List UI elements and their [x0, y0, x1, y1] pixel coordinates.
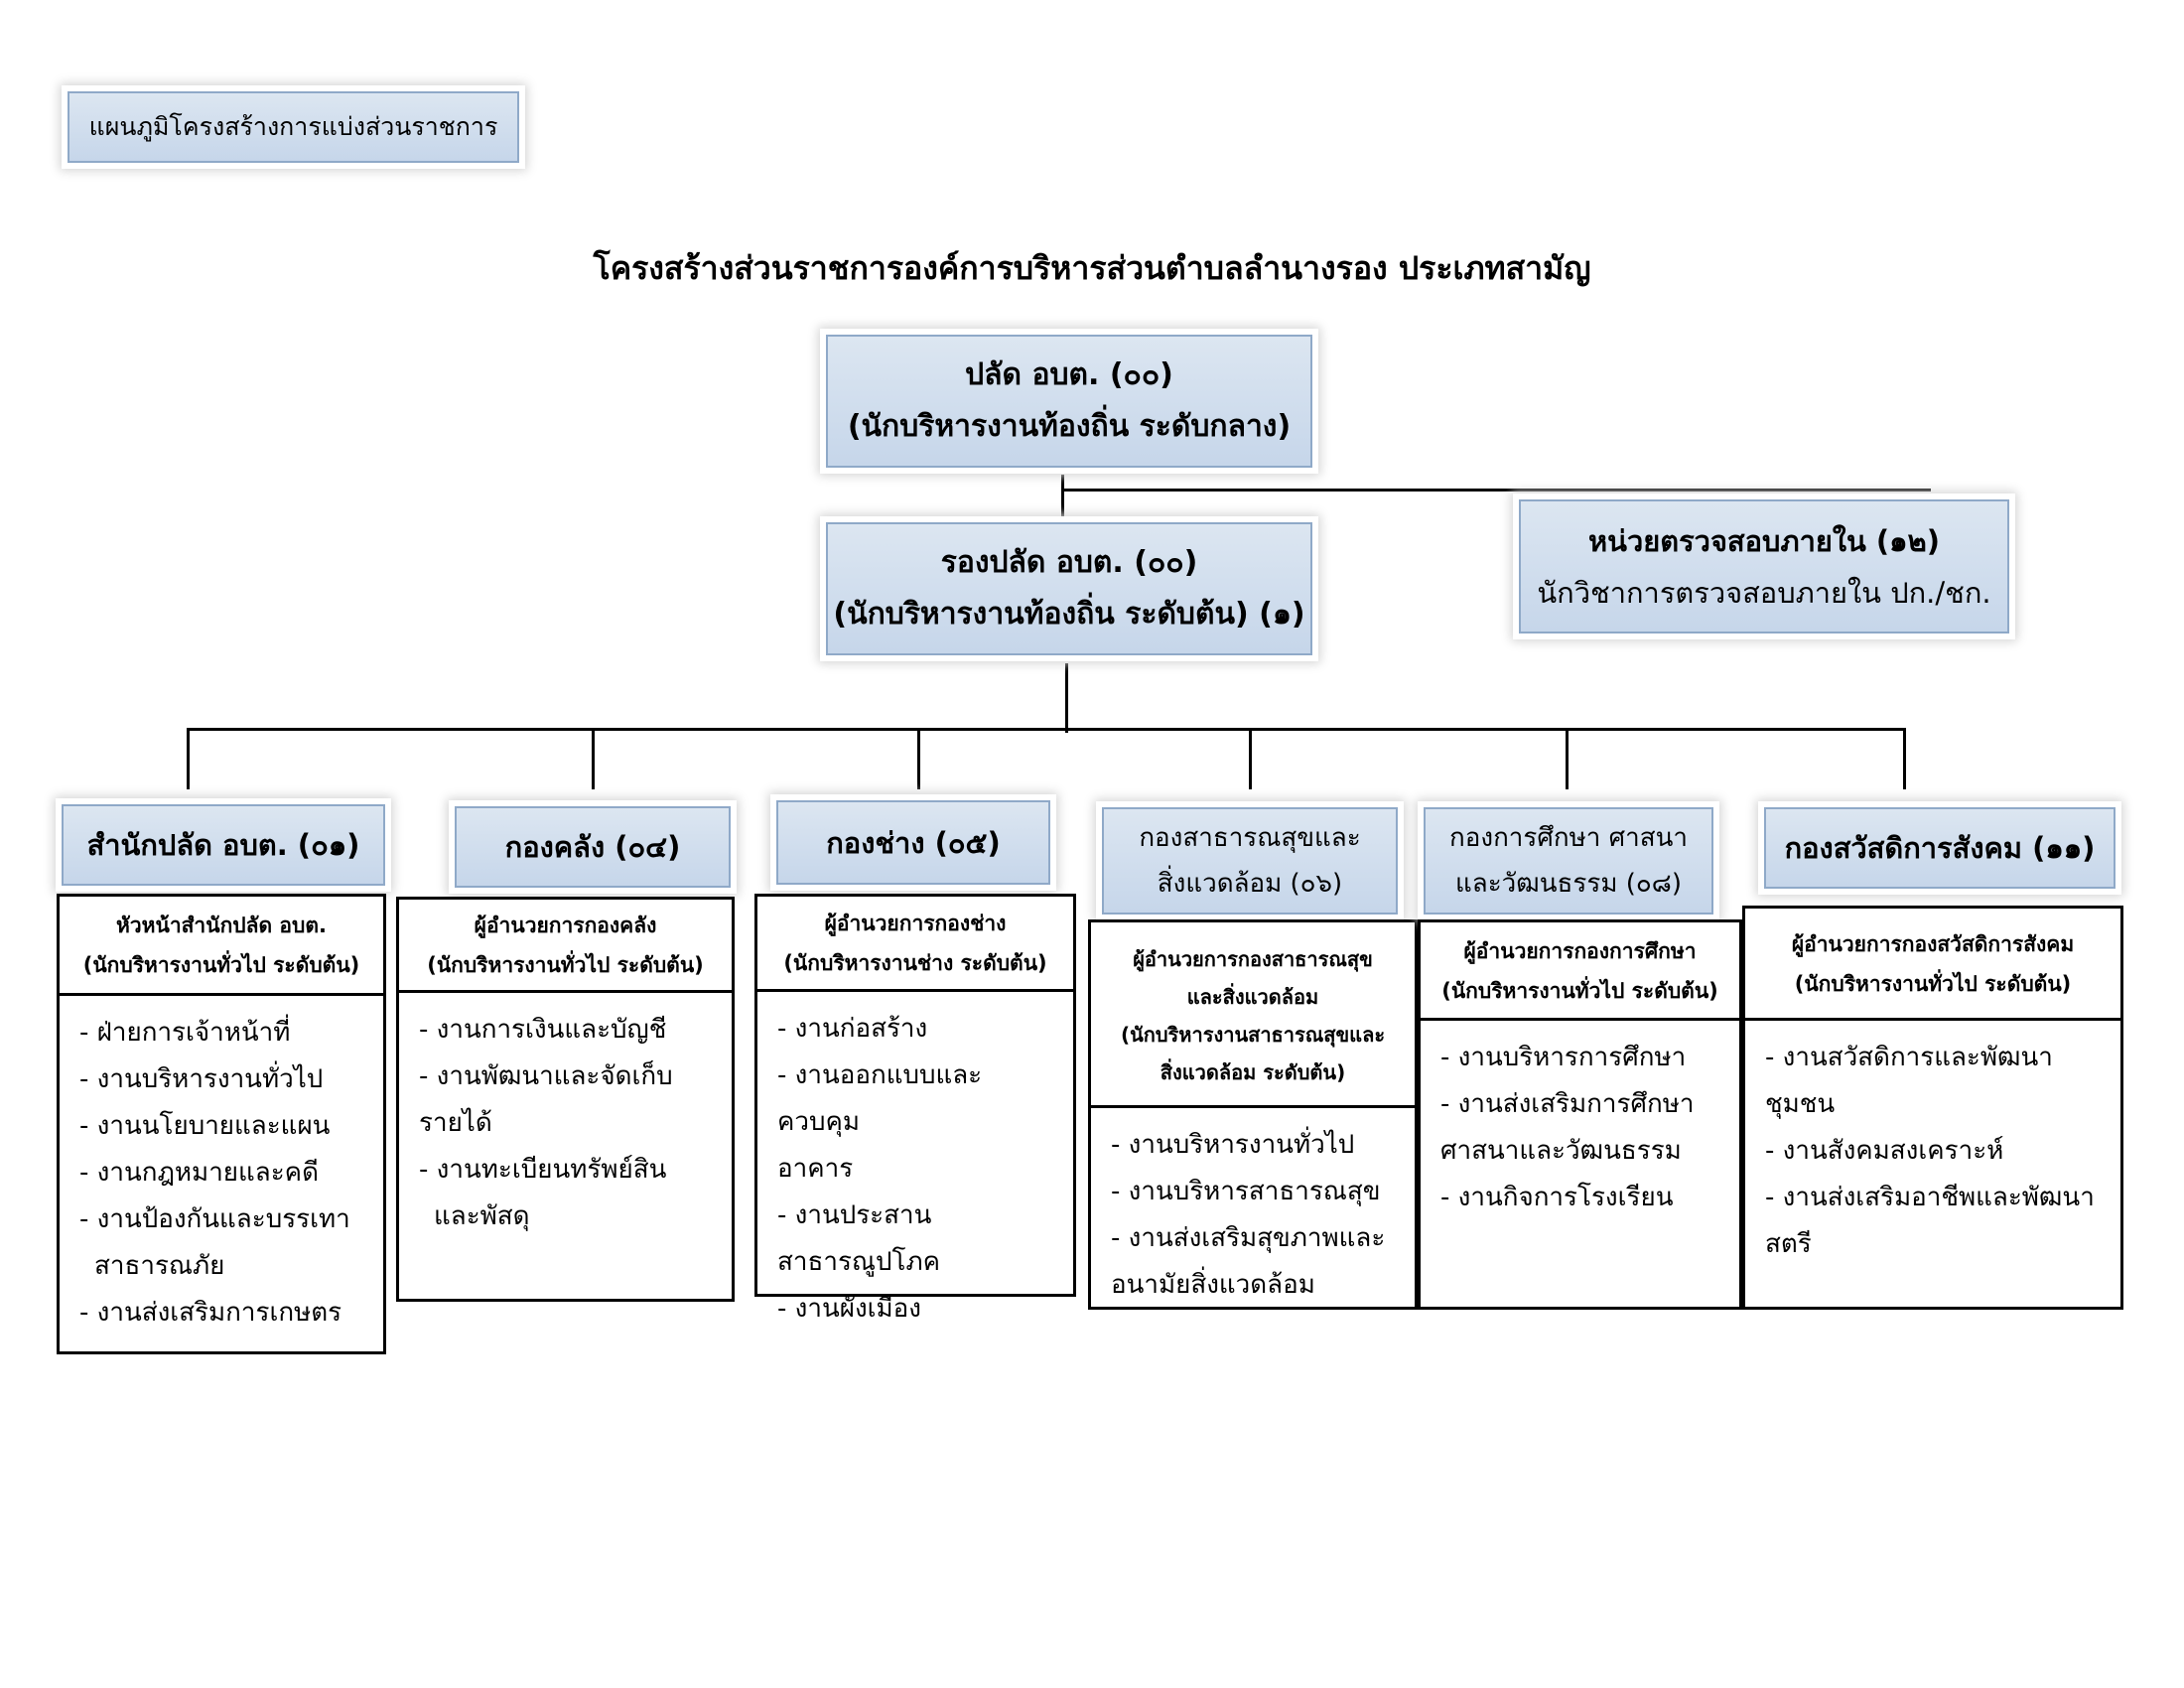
division-1-title: สำนักปลัด อบต. (๐๑) — [86, 828, 360, 862]
duty-item: - งานบริหารงานทั่วไป — [79, 1064, 324, 1094]
section-label: แผนภูมิโครงสร้างการแบ่งส่วนราชการ — [88, 112, 498, 141]
audit-subtitle: นักวิชาการตรวจสอบภายใน ปก./ชก. — [1537, 575, 1991, 610]
duty-item: - งานทะเบียนทรัพย์สิน — [419, 1155, 667, 1185]
duty-item: - งานก่อสร้าง — [777, 1014, 928, 1044]
duty-item: อนามัยสิ่งแวดล้อม — [1111, 1270, 1315, 1300]
division-5-title-line: กองการศึกษา ศาสนา — [1449, 823, 1688, 853]
duty-item: - งานพัฒนาและจัดเก็บ — [419, 1061, 673, 1091]
duty-item: - ฝ่ายการเจ้าหน้าที่ — [79, 1018, 291, 1048]
division-1-duties: - ฝ่ายการเจ้าหน้าที่ - งานบริหารงานทั่วไ… — [57, 993, 386, 1354]
duty-item: - งานออกแบบและควบคุม — [777, 1060, 983, 1137]
section-label-box: แผนภูมิโครงสร้างการแบ่งส่วนราชการ — [68, 91, 519, 163]
division-5-head-line: (นักบริหารงานทั่วไป ระดับต้น) — [1441, 978, 1718, 1003]
duty-item: - งานส่งเสริมอาชีพและพัฒนา — [1765, 1183, 2095, 1212]
duty-item: - งานการเงินและบัญชี — [419, 1015, 667, 1045]
connector-div-3 — [917, 728, 920, 789]
division-5-title-box: กองการศึกษา ศาสนา และวัฒนธรรม (๐๘) — [1424, 807, 1713, 914]
page-title: โครงสร้างส่วนราชการองค์การบริหารส่วนตำบล… — [593, 249, 1591, 287]
connector-div-5 — [1566, 728, 1569, 789]
duty-item: - งานป้องกันและบรรเทา — [79, 1204, 350, 1234]
duty-item: สตรี — [1765, 1229, 1812, 1259]
division-3-title: กองช่าง (๐๕) — [826, 825, 1001, 860]
chief-subtitle: (นักบริหารงานท้องถิ่น ระดับกลาง) — [847, 409, 1292, 444]
duty-item: - งานนโยบายและแผน — [79, 1111, 331, 1141]
connector-divisions-horizontal — [187, 728, 1906, 731]
duty-item: สาธารณูปโภค — [777, 1247, 941, 1277]
duty-item: อาคาร — [777, 1154, 854, 1184]
division-4-head: ผู้อำนวยการกองสาธารณสุข และสิ่งแวดล้อม (… — [1088, 919, 1418, 1108]
division-4-title-line: สิ่งแวดล้อม (๐๖) — [1157, 869, 1343, 899]
division-1-head-line: หัวหน้าสำนักปลัด อบต. — [115, 913, 327, 937]
division-2-head-line: ผู้อำนวยการกองคลัง — [474, 914, 657, 937]
division-1-head: หัวหน้าสำนักปลัด อบต. (นักบริหารงานทั่วไ… — [57, 894, 386, 993]
division-4-head-line: ผู้อำนวยการกองสาธารณสุข — [1133, 946, 1373, 971]
duty-item: - งานส่งเสริมสุขภาพและ — [1111, 1223, 1386, 1253]
deputy-title: รองปลัด อบต. (๐๐) — [940, 545, 1198, 580]
duty-item: - งานกิจการโรงเรียน — [1440, 1183, 1674, 1212]
duty-item: - งานสังคมสงเคราะห์ — [1765, 1136, 2004, 1166]
duty-item: สาธารณภัย — [94, 1251, 225, 1281]
duty-item: - งานประสาน — [777, 1200, 932, 1230]
duty-item: - งานบริหารสาธารณสุข — [1111, 1177, 1381, 1206]
duty-item: - งานบริหารการศึกษา — [1440, 1043, 1687, 1072]
division-6-head-line: (นักบริหารงานทั่วไป ระดับต้น) — [1794, 972, 2072, 996]
division-4-title-box: กองสาธารณสุขและ สิ่งแวดล้อม (๐๖) — [1102, 807, 1398, 914]
audit-box: หน่วยตรวจสอบภายใน (๑๒) นักวิชาการตรวจสอบ… — [1519, 499, 2009, 633]
division-2-head: ผู้อำนวยการกองคลัง (นักบริหารงานทั่วไป ร… — [396, 897, 735, 991]
division-6-duties: - งานสวัสดิการและพัฒนาชุมชน - งานสังคมสง… — [1742, 1018, 2123, 1310]
division-3-head: ผู้อำนวยการกองช่าง (นักบริหารงานช่าง ระด… — [754, 894, 1076, 990]
audit-title: หน่วยตรวจสอบภายใน (๑๒) — [1588, 523, 1940, 558]
duty-item: - งานบริหารงานทั่วไป — [1111, 1130, 1355, 1160]
duty-item: ศาสนาและวัฒนธรรม — [1440, 1136, 1682, 1166]
division-5-head: ผู้อำนวยการกองการศึกษา (นักบริหารงานทั่ว… — [1418, 919, 1742, 1019]
division-3-duties: - งานก่อสร้าง - งานออกแบบและควบคุม อาคาร… — [754, 989, 1076, 1324]
deputy-subtitle: (นักบริหารงานท้องถิ่น ระดับต้น) (๑) — [833, 597, 1305, 632]
connector-div-2 — [592, 728, 595, 789]
chief-title: ปลัด อบต. (๐๐) — [965, 357, 1173, 392]
connector-div-1 — [187, 728, 190, 789]
duty-item: - งานผังเมือง — [777, 1294, 921, 1324]
division-2-duties: - งานการเงินและบัญชี - งานพัฒนาและจัดเก็… — [396, 990, 735, 1302]
division-1-title-box: สำนักปลัด อบต. (๐๑) — [62, 804, 385, 886]
division-4-duties: - งานบริหารงานทั่วไป - งานบริหารสาธารณสุ… — [1088, 1105, 1418, 1310]
division-4-head-line: สิ่งแวดล้อม ระดับต้น) — [1160, 1059, 1346, 1084]
deputy-box: รองปลัด อบต. (๐๐) (นักบริหารงานท้องถิ่น … — [826, 522, 1312, 655]
duty-item: - งานกฎหมายและคดี — [79, 1158, 319, 1188]
division-3-head-line: ผู้อำนวยการกองช่าง — [824, 912, 1007, 935]
chief-box: ปลัด อบต. (๐๐) (นักบริหารงานท้องถิ่น ระด… — [826, 335, 1312, 468]
division-3-head-line: (นักบริหารงานช่าง ระดับต้น) — [783, 951, 1047, 975]
division-4-title-line: กองสาธารณสุขและ — [1139, 823, 1361, 853]
duty-item: - งานส่งเสริมการศึกษา — [1440, 1089, 1695, 1119]
division-4-head-line: และสิ่งแวดล้อม — [1186, 984, 1319, 1009]
division-2-title-box: กองคลัง (๐๔) — [455, 806, 731, 888]
division-3-title-box: กองช่าง (๐๕) — [776, 800, 1050, 885]
division-1-head-line: (นักบริหารงานทั่วไป ระดับต้น) — [82, 952, 360, 977]
division-6-title-box: กองสวัสดิการสังคม (๑๑) — [1764, 807, 2116, 889]
connector-audit-horizontal — [1061, 489, 1931, 492]
duty-item: - งานส่งเสริมการเกษตร — [79, 1298, 342, 1328]
duty-item: และพัสดุ — [434, 1201, 530, 1231]
connector-deputy-down — [1065, 663, 1068, 733]
connector-top-to-deputy — [1061, 475, 1064, 519]
division-5-head-line: ผู้อำนวยการกองการศึกษา — [1463, 938, 1697, 963]
connector-div-4 — [1249, 728, 1252, 789]
division-6-title: กองสวัสดิการสังคม (๑๑) — [1784, 831, 2096, 865]
duty-item: รายได้ — [419, 1108, 492, 1138]
division-5-duties: - งานบริหารการศึกษา - งานส่งเสริมการศึกษ… — [1418, 1018, 1742, 1310]
connector-div-6 — [1903, 728, 1906, 789]
division-6-head-line: ผู้อำนวยการกองสวัสดิการสังคม — [1791, 932, 2075, 956]
division-4-head-line: (นักบริหารงานสาธารณสุขและ — [1120, 1022, 1386, 1047]
division-2-title: กองคลัง (๐๔) — [504, 830, 681, 864]
division-5-title-line: และวัฒนธรรม (๐๘) — [1455, 869, 1682, 899]
division-6-head: ผู้อำนวยการกองสวัสดิการสังคม (นักบริหารง… — [1742, 906, 2123, 1020]
division-2-head-line: (นักบริหารงานทั่วไป ระดับต้น) — [427, 953, 704, 977]
duty-item: - งานสวัสดิการและพัฒนาชุมชน — [1765, 1043, 2053, 1119]
